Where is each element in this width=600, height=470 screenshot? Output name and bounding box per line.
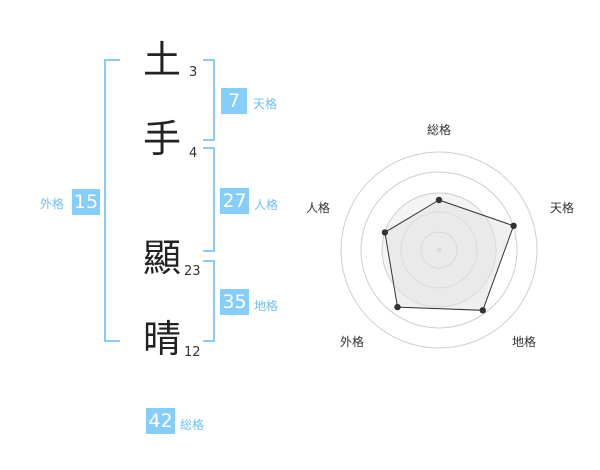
name-char-3: 顯 — [143, 236, 182, 280]
radar-label-chikaku: 地格 — [512, 334, 536, 349]
chikaku-label: 地格 — [254, 299, 279, 313]
stroke-count-4: 12 — [184, 345, 201, 360]
jinkaku-badge: 27 — [220, 188, 249, 214]
radar-point-gaikaku — [394, 303, 401, 311]
radar-label-tenkaku: 天格 — [550, 200, 574, 215]
radar-label-soukaku: 総格 — [427, 122, 451, 137]
stroke-count-2: 4 — [189, 146, 198, 161]
jinkaku-bracket — [203, 147, 215, 252]
radar-ring-3 — [360, 171, 518, 329]
tenkaku-label: 天格 — [253, 97, 278, 111]
stroke-count-3: 23 — [184, 264, 201, 279]
jinkaku-label: 人格 — [254, 198, 279, 212]
radar-point-tenkaku — [510, 222, 517, 229]
radar-points — [381, 196, 517, 314]
tenkaku-bracket — [203, 59, 215, 141]
chikaku-badge: 35 — [220, 289, 249, 315]
radar-point-chikaku — [479, 307, 486, 314]
radar-label-gaikaku: 外格 — [340, 334, 364, 349]
soukaku-badge: 42 — [146, 408, 175, 434]
radar-label-jinkaku: 人格 — [306, 200, 330, 215]
name-char-2: 手 — [143, 117, 182, 161]
chikaku-bracket — [203, 260, 215, 342]
gaikaku-badge: 15 — [72, 189, 100, 215]
radar-point-soukaku — [435, 196, 443, 204]
radar-ring-4 — [340, 151, 538, 349]
soukaku-label: 総格 — [180, 418, 205, 432]
stroke-count-1: 3 — [189, 65, 198, 80]
tenkaku-badge: 7 — [221, 88, 247, 114]
radar-point-jinkaku — [381, 229, 389, 236]
radar-polygon — [384, 199, 515, 311]
name-char-4: 晴 — [143, 317, 182, 361]
name-char-1: 土 — [143, 38, 182, 82]
gaikaku-bracket — [104, 59, 120, 342]
gaikaku-label: 外格 — [40, 197, 65, 211]
